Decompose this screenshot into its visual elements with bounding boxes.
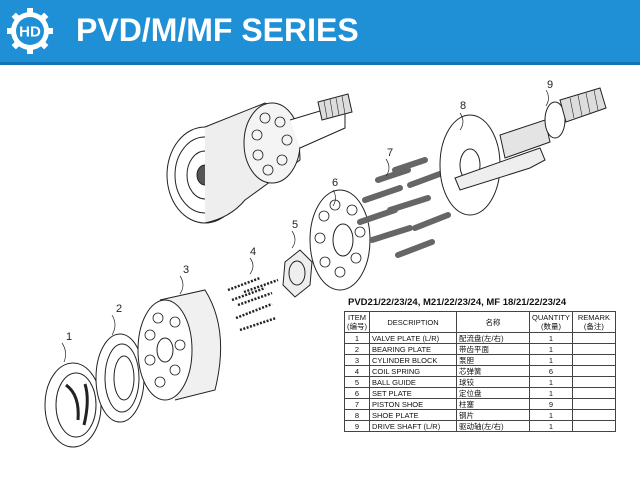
- callout-1: 1: [66, 331, 72, 343]
- piston-shoes-drawing: [357, 157, 451, 258]
- header-quantity: QUANTITY(数量): [529, 311, 573, 333]
- callout-2: 2: [116, 303, 122, 315]
- bearing-plate-drawing: [95, 333, 145, 423]
- valve-plate-drawing: [44, 362, 102, 448]
- assembled-pump-drawing: [166, 93, 353, 224]
- parts-table-title: PVD21/22/23/24, M21/22/23/24, MF 18/21/2…: [348, 297, 567, 308]
- callout-leaders: [61, 89, 549, 363]
- header-bar: [0, 0, 640, 62]
- header-description: DESCRIPTION: [369, 311, 457, 333]
- callout-4: 4: [250, 246, 256, 258]
- coil-springs-drawing: [227, 276, 279, 332]
- set-plate-drawing: [309, 189, 371, 291]
- drive-shaft-drawing: [454, 87, 607, 191]
- header-name-cn: 名称: [456, 311, 530, 333]
- ball-guide-drawing: [282, 249, 313, 298]
- header-item: ITEM(编号): [344, 311, 370, 333]
- logo-letters: HD: [19, 24, 41, 41]
- callout-3: 3: [183, 264, 189, 276]
- callout-8: 8: [460, 100, 466, 112]
- header-divider: [0, 62, 640, 65]
- callout-6: 6: [332, 177, 338, 189]
- exploded-parts-diagram: 1 2 3 4 5 6 7 8 9: [44, 79, 607, 448]
- parts-table: ITEM(编号) DESCRIPTION 名称 QUANTITY(数量) REM…: [344, 311, 616, 432]
- callout-9: 9: [547, 79, 553, 91]
- page-title: PVD/M/MF SERIES: [76, 12, 359, 48]
- callout-5: 5: [292, 219, 298, 231]
- header-remark: REMARK(备注): [571, 311, 616, 333]
- parts-table-header: ITEM(编号) DESCRIPTION 名称 QUANTITY(数量) REM…: [344, 311, 616, 333]
- hd-logo-icon: HD: [7, 8, 53, 54]
- cylinder-block-drawing: [137, 289, 222, 401]
- callout-7: 7: [387, 147, 393, 159]
